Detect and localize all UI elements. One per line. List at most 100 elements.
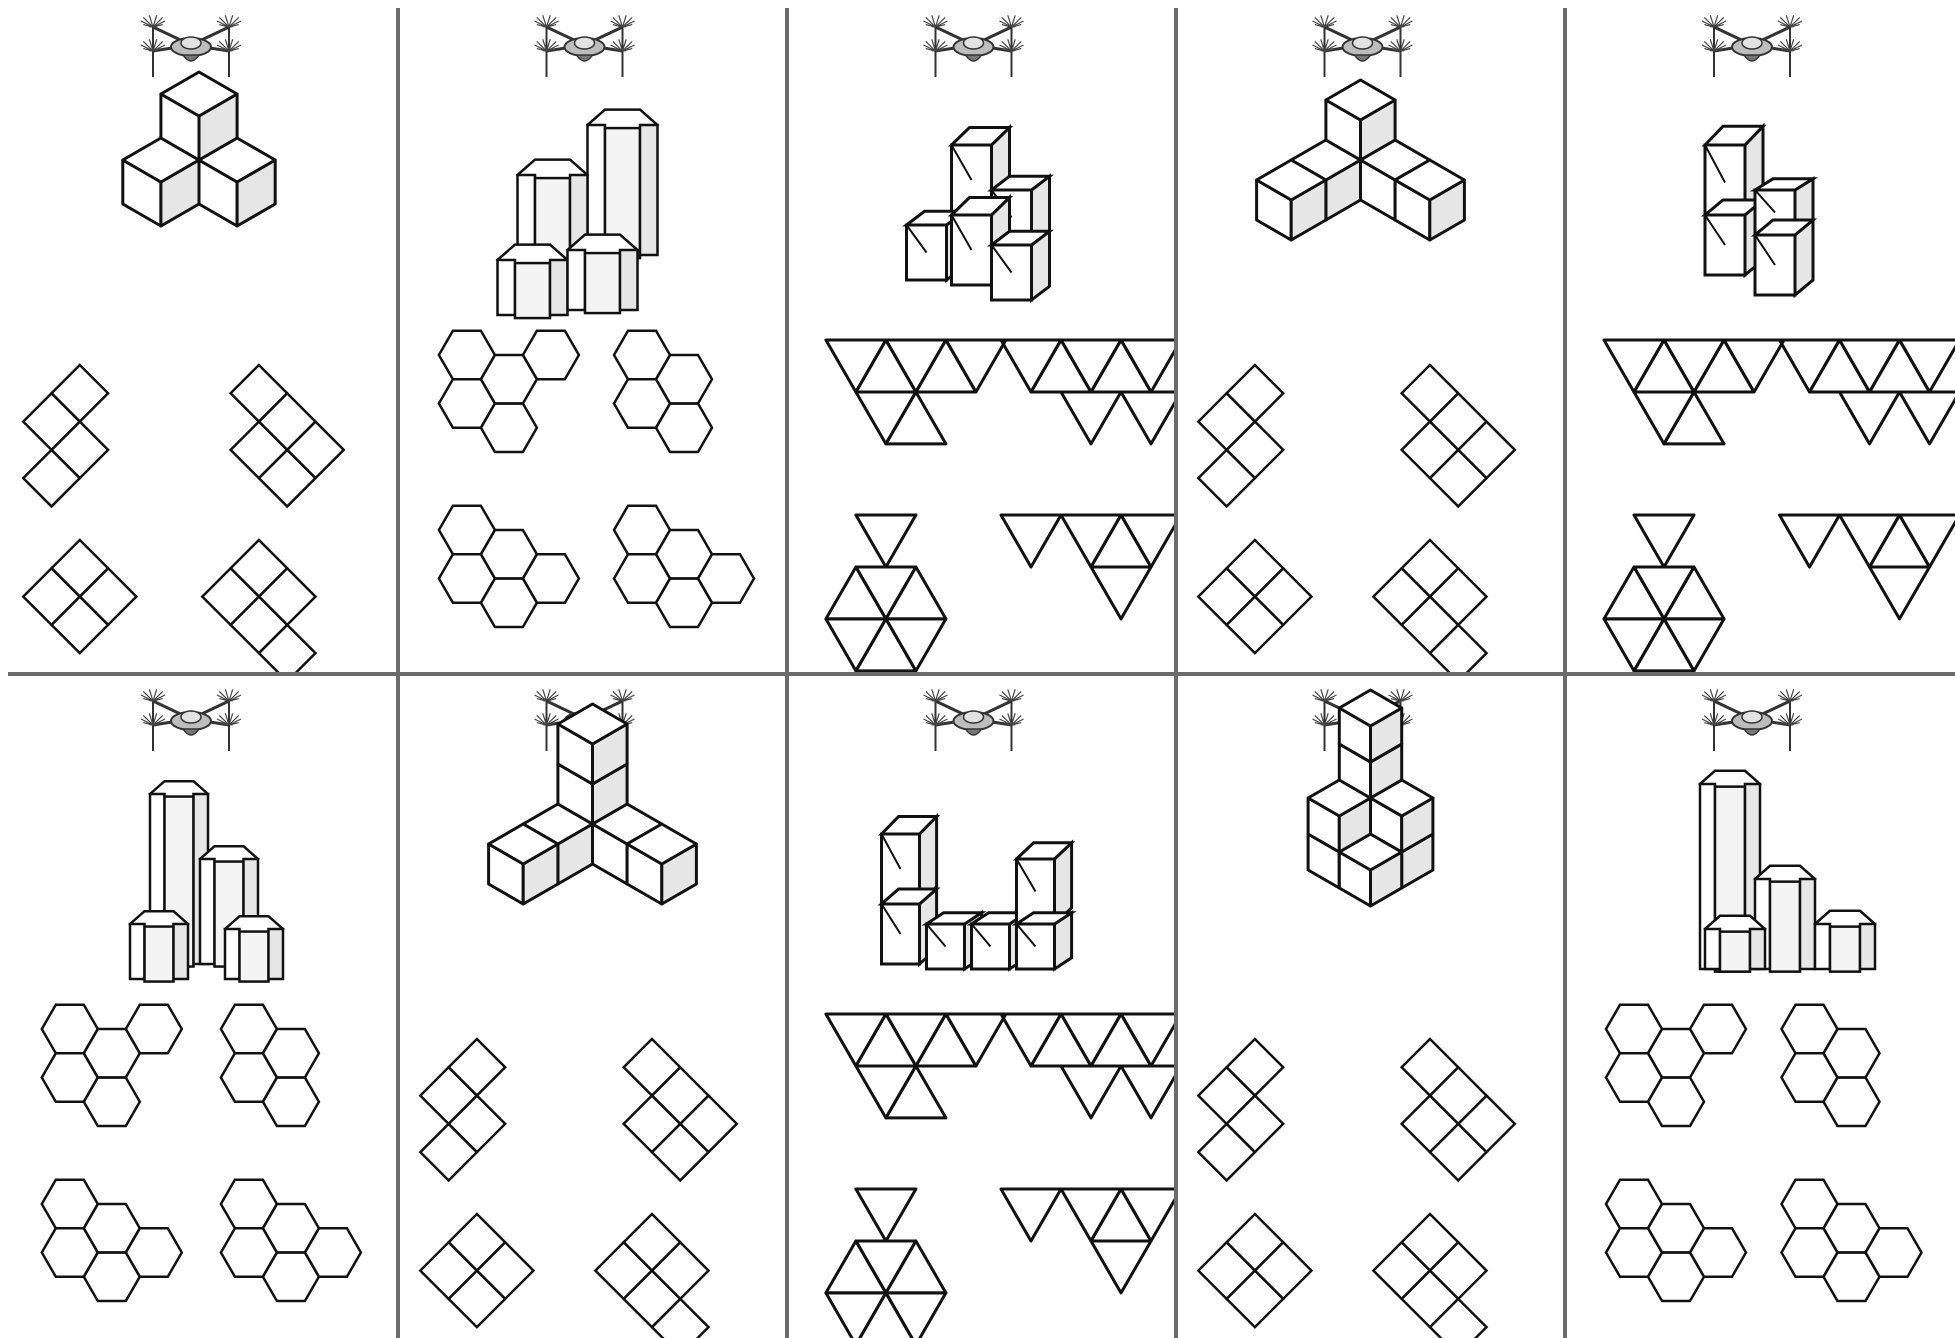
net-hexagon	[221, 1228, 277, 1277]
option-4[interactable]	[1373, 1214, 1514, 1338]
option-1[interactable]	[1176, 365, 1311, 506]
net-square	[52, 365, 109, 422]
net-square	[449, 1271, 506, 1328]
net-triangle	[1091, 515, 1151, 567]
option-2[interactable]	[1782, 1005, 1880, 1126]
option-3[interactable]	[439, 506, 579, 627]
net-hexagon	[126, 1228, 182, 1277]
net-square	[259, 625, 316, 674]
net-triangle	[826, 1293, 886, 1338]
net-triangle	[856, 567, 916, 619]
puzzle-figure	[398, 674, 787, 1338]
option-1[interactable]	[826, 340, 1006, 444]
net-triangle	[856, 1189, 916, 1241]
option-1[interactable]	[1604, 340, 1784, 444]
option-1[interactable]	[439, 331, 579, 452]
option-3[interactable]	[23, 540, 136, 653]
net-square	[624, 1271, 681, 1328]
option-1[interactable]	[0, 365, 136, 506]
option-2[interactable]	[221, 1005, 319, 1126]
net-triangle	[826, 1241, 886, 1293]
triangle-net	[1780, 515, 1955, 619]
drone-area	[924, 689, 1024, 751]
option-4[interactable]	[202, 540, 343, 674]
option-4[interactable]	[1780, 515, 1955, 619]
option-3[interactable]	[1198, 1214, 1311, 1327]
option-2[interactable]	[614, 331, 712, 452]
net-square	[231, 365, 288, 422]
hex-prism-side	[269, 929, 284, 979]
hexagon-net	[42, 1005, 182, 1126]
net-square	[1373, 1242, 1430, 1299]
triangle-net	[1604, 340, 1784, 444]
option-4[interactable]	[595, 1214, 736, 1338]
option-1[interactable]	[42, 1005, 182, 1126]
option-3[interactable]	[826, 515, 946, 671]
option-2[interactable]	[1001, 1014, 1176, 1118]
puzzle-figure	[787, 674, 1176, 1338]
puzzle-6	[0, 674, 398, 1338]
net-hexagon	[1690, 1005, 1746, 1053]
option-2[interactable]	[1373, 365, 1514, 506]
net-square	[1430, 1242, 1487, 1299]
option-2[interactable]	[1373, 1039, 1514, 1180]
option-4[interactable]	[614, 506, 754, 627]
net-square	[652, 1299, 709, 1338]
option-2[interactable]	[1780, 340, 1955, 444]
option-4[interactable]	[1001, 1189, 1176, 1293]
option-3[interactable]	[420, 1214, 533, 1327]
net-square	[1430, 568, 1487, 625]
drone-icon	[1313, 15, 1413, 77]
option-4[interactable]	[1001, 515, 1176, 619]
option-4[interactable]	[221, 1180, 361, 1301]
net-triangle	[826, 619, 886, 671]
option-4[interactable]	[1782, 1180, 1922, 1301]
net-square	[1198, 1067, 1255, 1124]
net-square	[1227, 597, 1284, 654]
option-3[interactable]	[1606, 1180, 1746, 1301]
model-cube-l-arrangement	[489, 704, 697, 904]
net-triangle	[856, 1014, 916, 1066]
option-2[interactable]	[595, 1039, 736, 1180]
option-3[interactable]	[1198, 540, 1311, 653]
net-square	[1402, 597, 1459, 654]
net-triangle	[1121, 1189, 1176, 1241]
net-square	[420, 1067, 477, 1124]
net-square	[449, 1214, 506, 1271]
option-3[interactable]	[1604, 515, 1724, 671]
net-triangle	[1840, 515, 1900, 567]
net-triangle	[1664, 340, 1724, 392]
puzzle-7	[398, 674, 787, 1338]
hexagon-net	[221, 1005, 319, 1126]
option-3[interactable]	[42, 1180, 182, 1301]
puzzle-3	[787, 0, 1176, 674]
net-square	[1227, 1096, 1284, 1153]
option-2[interactable]	[1001, 340, 1176, 444]
hex-prism-side	[498, 260, 516, 315]
net-square	[23, 568, 80, 625]
option-1[interactable]	[1606, 1005, 1746, 1126]
option-1[interactable]	[398, 1039, 533, 1180]
hexagon-net	[221, 1180, 361, 1301]
hex-prism-side	[1800, 879, 1815, 969]
drone-area	[141, 15, 241, 77]
net-square	[1402, 422, 1459, 479]
net-triangle	[1091, 1241, 1151, 1293]
model-triangular-prism-stack	[907, 128, 1050, 301]
hex-prism-side	[640, 125, 658, 255]
net-square	[231, 597, 288, 654]
option-4[interactable]	[1373, 540, 1514, 674]
hex-prism-side	[550, 260, 568, 315]
drone-icon	[924, 689, 1024, 751]
option-1[interactable]	[1176, 1039, 1311, 1180]
drone-icon	[535, 15, 635, 77]
net-triangle	[1061, 1066, 1121, 1118]
net-hexagon	[481, 404, 537, 453]
net-square	[652, 1067, 709, 1124]
option-3[interactable]	[826, 1189, 946, 1338]
option-2[interactable]	[202, 365, 343, 506]
square-net	[1373, 365, 1514, 506]
option-1[interactable]	[826, 1014, 1006, 1118]
square-net	[23, 540, 136, 653]
net-triangle	[1870, 515, 1930, 567]
